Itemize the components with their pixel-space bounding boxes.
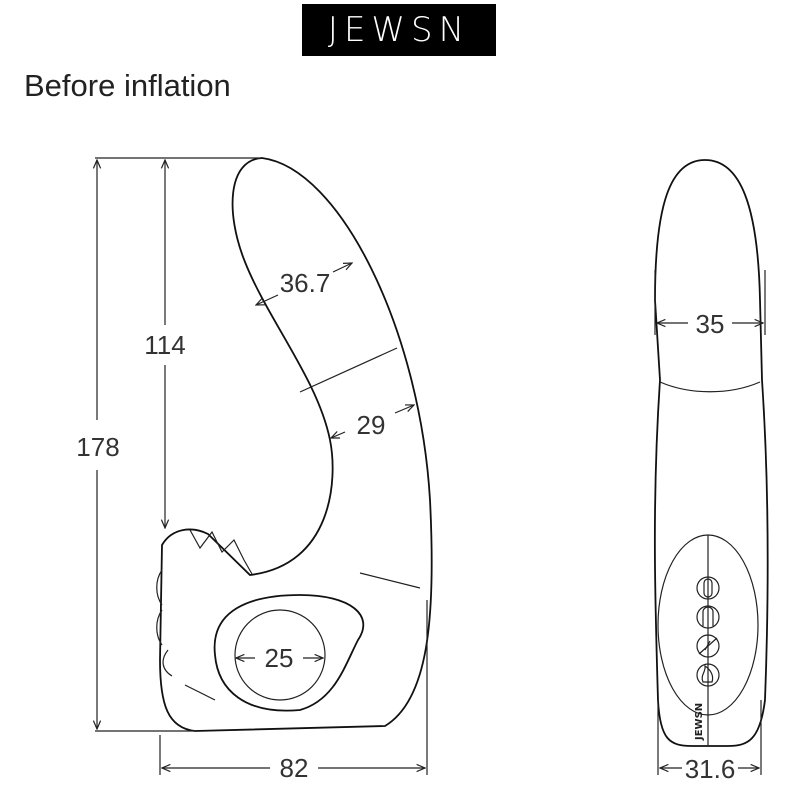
dim-width: 82: [280, 753, 309, 783]
dim-tip-thickness: 36.7: [280, 268, 331, 298]
handle-teeth: [189, 529, 253, 575]
dim-29-line-b: [394, 405, 414, 414]
segment-line-3: [184, 684, 216, 701]
page-title: Before inflation: [24, 68, 231, 103]
heat-button[interactable]: [696, 663, 720, 687]
dim-base-width: 31.6: [685, 754, 736, 784]
front-outline: [653, 159, 769, 747]
thrust-mode-button[interactable]: [696, 605, 720, 629]
side-outline: [159, 157, 433, 732]
vibration-mode-icon: [703, 578, 713, 598]
front-view: JEWSN 35 31.6: [653, 159, 769, 784]
heat-icon: [701, 664, 714, 683]
dim-36-line-b: [332, 263, 352, 273]
thrust-mode-icon: [702, 606, 714, 626]
ring-outer: [213, 594, 365, 712]
power-icon: [698, 637, 718, 655]
side-view: 178 114 82 36.7 29 25: [76, 157, 433, 783]
dim-total-height: 178: [76, 432, 119, 462]
dim-ring-diameter: 25: [265, 643, 294, 673]
dim-tip-width: 35: [696, 309, 725, 339]
shoulder-line: [659, 381, 761, 393]
base-logo-text: JEWSN: [694, 703, 705, 741]
side-bumps: [156, 569, 173, 677]
segment-line-2: [359, 572, 421, 589]
brand-logo: JEWSN: [302, 4, 496, 56]
dim-36-line: [256, 294, 279, 305]
segment-line-1: [299, 347, 398, 393]
dim-insertable-length: 114: [144, 330, 185, 360]
logo-text: JEWSN: [327, 10, 471, 50]
dim-29-line: [331, 432, 346, 438]
vibration-mode-button[interactable]: [696, 576, 720, 600]
power-button[interactable]: [696, 634, 720, 658]
dim-shaft-thickness: 29: [357, 410, 386, 440]
